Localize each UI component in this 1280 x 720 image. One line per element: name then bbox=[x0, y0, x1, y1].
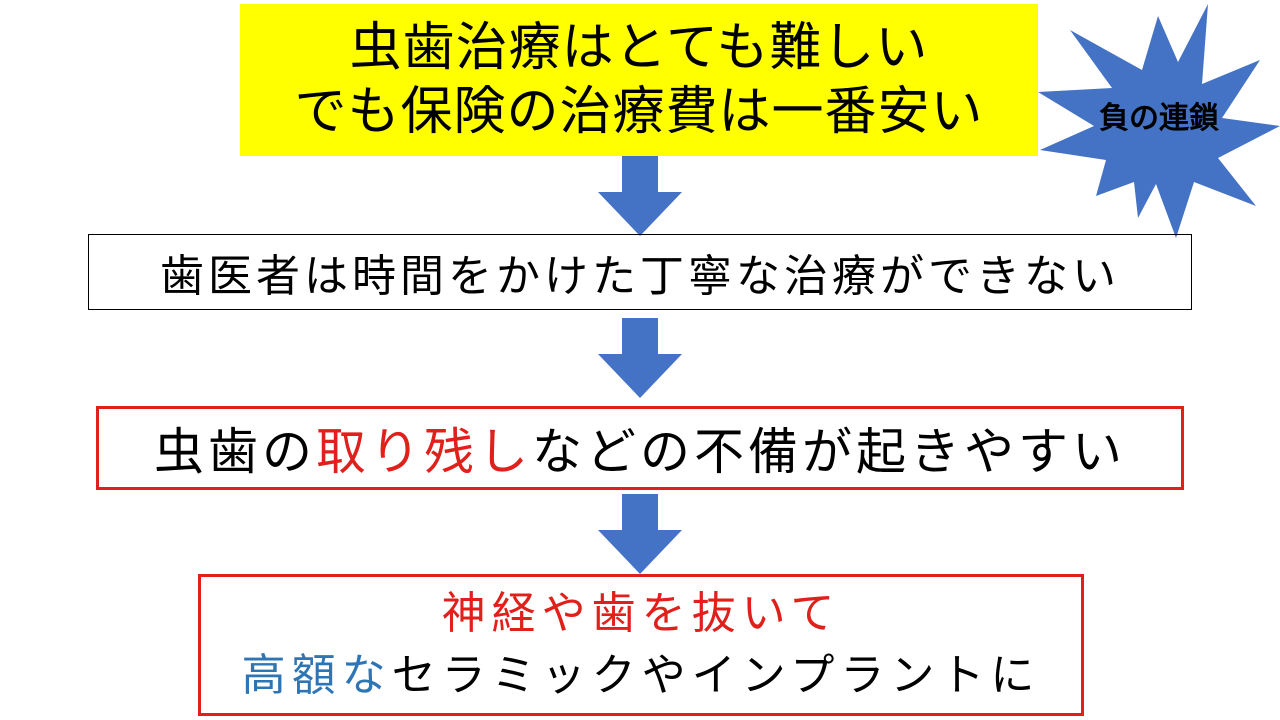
step-2-text: 歯医者は時間をかけた丁寧な治療ができない bbox=[160, 251, 1120, 302]
problem-line-1: 虫歯治療はとても難しい bbox=[349, 18, 929, 78]
step-2-box: 歯医者は時間をかけた丁寧な治療ができない bbox=[88, 234, 1192, 310]
step-3-text: 虫歯の取り残しなどの不備が起きやすい bbox=[154, 412, 1126, 484]
step-3-after: などの不備が起きやすい bbox=[532, 423, 1126, 481]
step-4-highlight: 高額な bbox=[241, 650, 392, 701]
problem-line-2: でも保険の治療費は一番安い bbox=[294, 82, 984, 142]
step-4-rest: セラミックやインプラントに bbox=[391, 650, 1041, 701]
step-4-box: 神経や歯を抜いて 高額なセラミックやインプラントに bbox=[198, 574, 1084, 716]
badge-label: 負の連鎖 bbox=[1099, 101, 1219, 136]
down-arrow-2 bbox=[598, 318, 682, 398]
starburst-shape bbox=[1038, 4, 1280, 238]
step-3-box: 虫歯の取り残しなどの不備が起きやすい bbox=[96, 406, 1184, 490]
step-3-highlight: 取り残し bbox=[316, 423, 532, 481]
down-arrow-1 bbox=[598, 156, 682, 236]
problem-statement-box: 虫歯治療はとても難しい でも保険の治療費は一番安い bbox=[240, 4, 1038, 156]
burst-badge: 負の連鎖 bbox=[1038, 4, 1280, 238]
down-arrow-3 bbox=[598, 494, 682, 574]
step-3-before: 虫歯の bbox=[154, 423, 316, 481]
step-4-line-2: 高額なセラミックやインプラントに bbox=[242, 645, 1041, 707]
step-4-line-1: 神経や歯を抜いて bbox=[441, 588, 841, 639]
